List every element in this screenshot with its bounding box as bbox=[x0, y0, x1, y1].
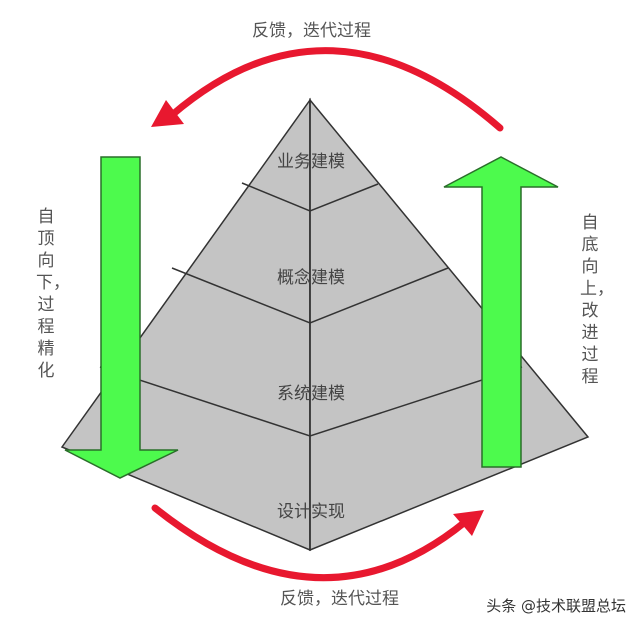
layer-label-concept-modeling: 概念建模 bbox=[277, 268, 345, 288]
top-down-label: 自顶向下，过程精化 bbox=[36, 207, 70, 381]
bottom-feedback-label: 反馈，迭代过程 bbox=[280, 589, 399, 609]
pyramid-left-face bbox=[60, 97, 311, 552]
layer-divider-2 bbox=[171, 267, 449, 324]
layer-divider-1 bbox=[241, 182, 379, 212]
bottom-up-arrow bbox=[443, 156, 559, 468]
bottom-feedback-arrow bbox=[151, 504, 484, 582]
pyramid-right-face bbox=[309, 97, 590, 552]
layer-divider-3 bbox=[99, 366, 523, 437]
top-feedback-label: 反馈，迭代过程 bbox=[252, 21, 371, 41]
layer-label-system-modeling: 系统建模 bbox=[277, 384, 345, 404]
layer-label-business-modeling: 业务建模 bbox=[277, 152, 345, 172]
top-feedback-arrow bbox=[151, 47, 504, 132]
bottom-up-label: 自底向上，改进过程 bbox=[580, 213, 614, 387]
layer-label-design-implementation: 设计实现 bbox=[277, 502, 345, 522]
top-down-arrow bbox=[64, 156, 179, 479]
watermark: 头条 @技术联盟总坛 bbox=[486, 597, 626, 615]
